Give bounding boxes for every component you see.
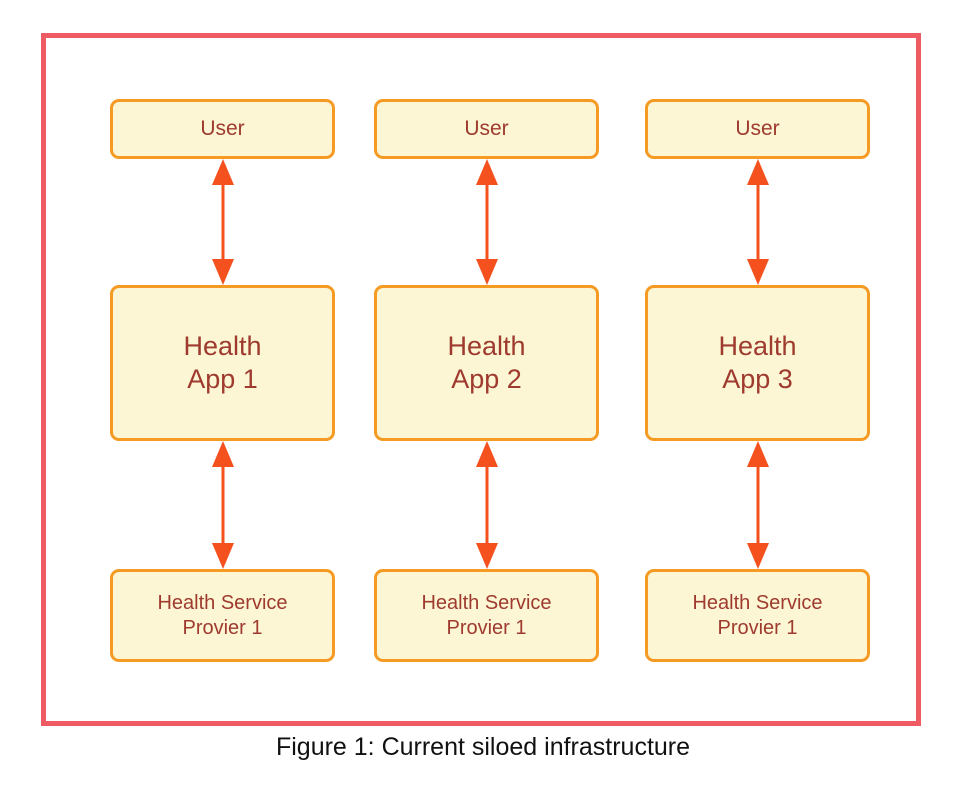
node-health-service-provider-1[interactable]: Health Service Provier 1 xyxy=(110,569,335,662)
node-health-app-2-line2: App 2 xyxy=(451,364,522,394)
node-health-service-provider-2-text: Health Service Provier 1 xyxy=(421,591,551,640)
node-health-app-2-line1: Health xyxy=(447,331,526,362)
node-health-service-provider-3-text: Health Service Provier 1 xyxy=(692,591,822,640)
node-health-app-3[interactable]: Health App 3 xyxy=(645,285,870,441)
node-health-service-provider-3-line2: Provier 1 xyxy=(717,616,798,639)
node-user-1[interactable]: User xyxy=(110,99,335,159)
node-health-service-provider-1-line2: Provier 1 xyxy=(182,616,263,639)
arrow-user-to-app-1 xyxy=(206,159,240,285)
node-user-2-label: User xyxy=(464,117,509,141)
node-user-1-label: User xyxy=(200,117,245,141)
node-health-app-1-line1: Health xyxy=(183,331,262,362)
arrow-app-to-provider-2 xyxy=(470,441,504,569)
diagram-column-1: User Health App 1 xyxy=(110,38,335,721)
node-health-service-provider-1-text: Health Service Provier 1 xyxy=(157,591,287,640)
diagram-column-2: User Health App 2 xyxy=(374,38,599,721)
node-health-service-provider-2-line2: Provier 1 xyxy=(446,616,527,639)
node-health-service-provider-2-line1: Health Service xyxy=(421,592,552,615)
arrow-user-to-app-3 xyxy=(741,159,775,285)
node-health-service-provider-3[interactable]: Health Service Provier 1 xyxy=(645,569,870,662)
node-user-3-label: User xyxy=(735,117,780,141)
node-health-app-3-line2: App 3 xyxy=(722,364,793,394)
node-health-service-provider-3-line1: Health Service xyxy=(692,592,823,615)
node-health-app-1-text: Health App 1 xyxy=(183,330,261,396)
diagram-canvas: User Health App 1 xyxy=(46,38,916,721)
node-user-3[interactable]: User xyxy=(645,99,870,159)
node-health-app-1-line2: App 1 xyxy=(187,364,258,394)
node-health-app-2[interactable]: Health App 2 xyxy=(374,285,599,441)
node-health-service-provider-1-line1: Health Service xyxy=(157,592,288,615)
node-health-app-3-text: Health App 3 xyxy=(718,330,796,396)
node-user-2[interactable]: User xyxy=(374,99,599,159)
arrow-user-to-app-2 xyxy=(470,159,504,285)
node-health-service-provider-2[interactable]: Health Service Provier 1 xyxy=(374,569,599,662)
arrow-app-to-provider-3 xyxy=(741,441,775,569)
node-health-app-2-text: Health App 2 xyxy=(447,330,525,396)
diagram-column-3: User Health App 3 xyxy=(645,38,870,721)
arrow-app-to-provider-1 xyxy=(206,441,240,569)
node-health-app-3-line1: Health xyxy=(718,331,797,362)
node-health-app-1[interactable]: Health App 1 xyxy=(110,285,335,441)
figure-caption: Figure 1: Current siloed infrastructure xyxy=(275,733,691,761)
